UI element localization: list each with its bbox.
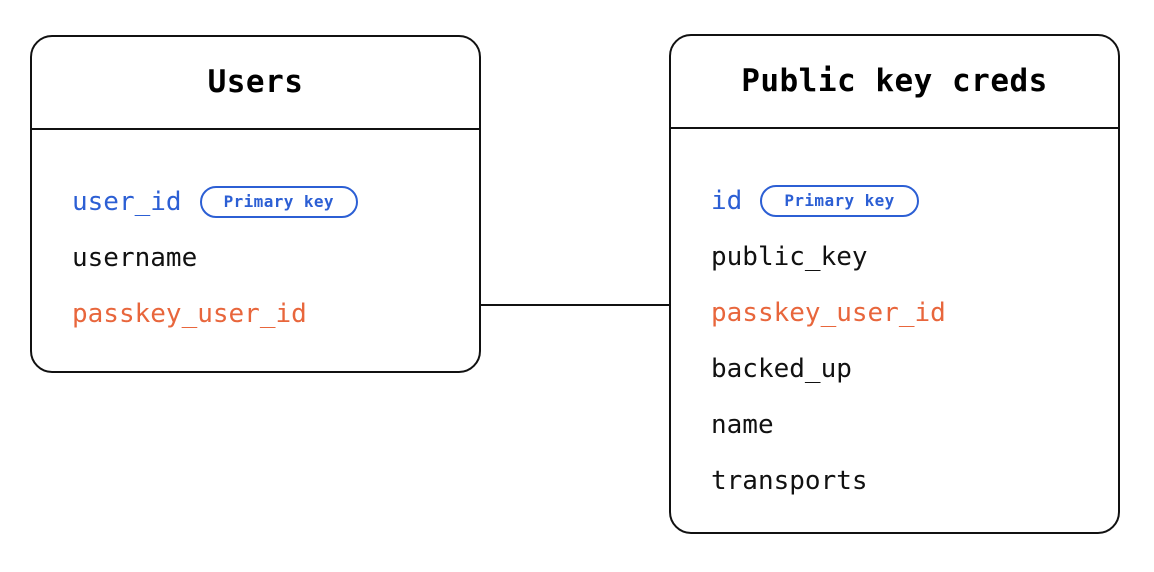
entity-users-title: Users — [207, 64, 304, 100]
field-row-passkey-user-id-users[interactable]: passkey_user_id — [32, 286, 479, 342]
relationship-connector-users-to-public-key-creds — [481, 304, 670, 306]
field-label-transports: transports — [711, 466, 868, 496]
entity-users[interactable]: Users user_id Primary key username passk… — [30, 35, 481, 373]
field-row-user-id[interactable]: user_id Primary key — [32, 174, 479, 230]
field-label-passkey-user-id: passkey_user_id — [711, 298, 946, 328]
entity-public-key-creds-field-list: id Primary key public_key passkey_user_i… — [671, 131, 1118, 509]
entity-public-key-creds-header: Public key creds — [671, 36, 1118, 129]
field-label-user-id: user_id — [72, 187, 182, 217]
field-row-passkey-user-id-creds[interactable]: passkey_user_id — [671, 285, 1118, 341]
field-row-public-key[interactable]: public_key — [671, 229, 1118, 285]
entity-users-header: Users — [32, 37, 479, 130]
field-label-id: id — [711, 186, 743, 216]
field-label-username: username — [72, 243, 198, 273]
primary-key-badge-label: Primary key — [784, 191, 895, 210]
field-label-name: name — [711, 410, 774, 440]
primary-key-badge-label: Primary key — [223, 192, 334, 211]
entity-public-key-creds-title: Public key creds — [741, 63, 1048, 99]
entity-users-field-list: user_id Primary key username passkey_use… — [32, 132, 479, 342]
primary-key-badge-id: Primary key — [760, 185, 919, 217]
primary-key-badge-user-id: Primary key — [199, 186, 358, 218]
field-row-id[interactable]: id Primary key — [671, 173, 1118, 229]
field-row-transports[interactable]: transports — [671, 453, 1118, 509]
field-label-passkey-user-id: passkey_user_id — [72, 299, 307, 329]
field-label-backed-up: backed_up — [711, 354, 852, 384]
field-row-name[interactable]: name — [671, 397, 1118, 453]
field-label-public-key: public_key — [711, 242, 868, 272]
field-row-username[interactable]: username — [32, 230, 479, 286]
entity-public-key-creds[interactable]: Public key creds id Primary key public_k… — [669, 34, 1120, 534]
field-row-backed-up[interactable]: backed_up — [671, 341, 1118, 397]
